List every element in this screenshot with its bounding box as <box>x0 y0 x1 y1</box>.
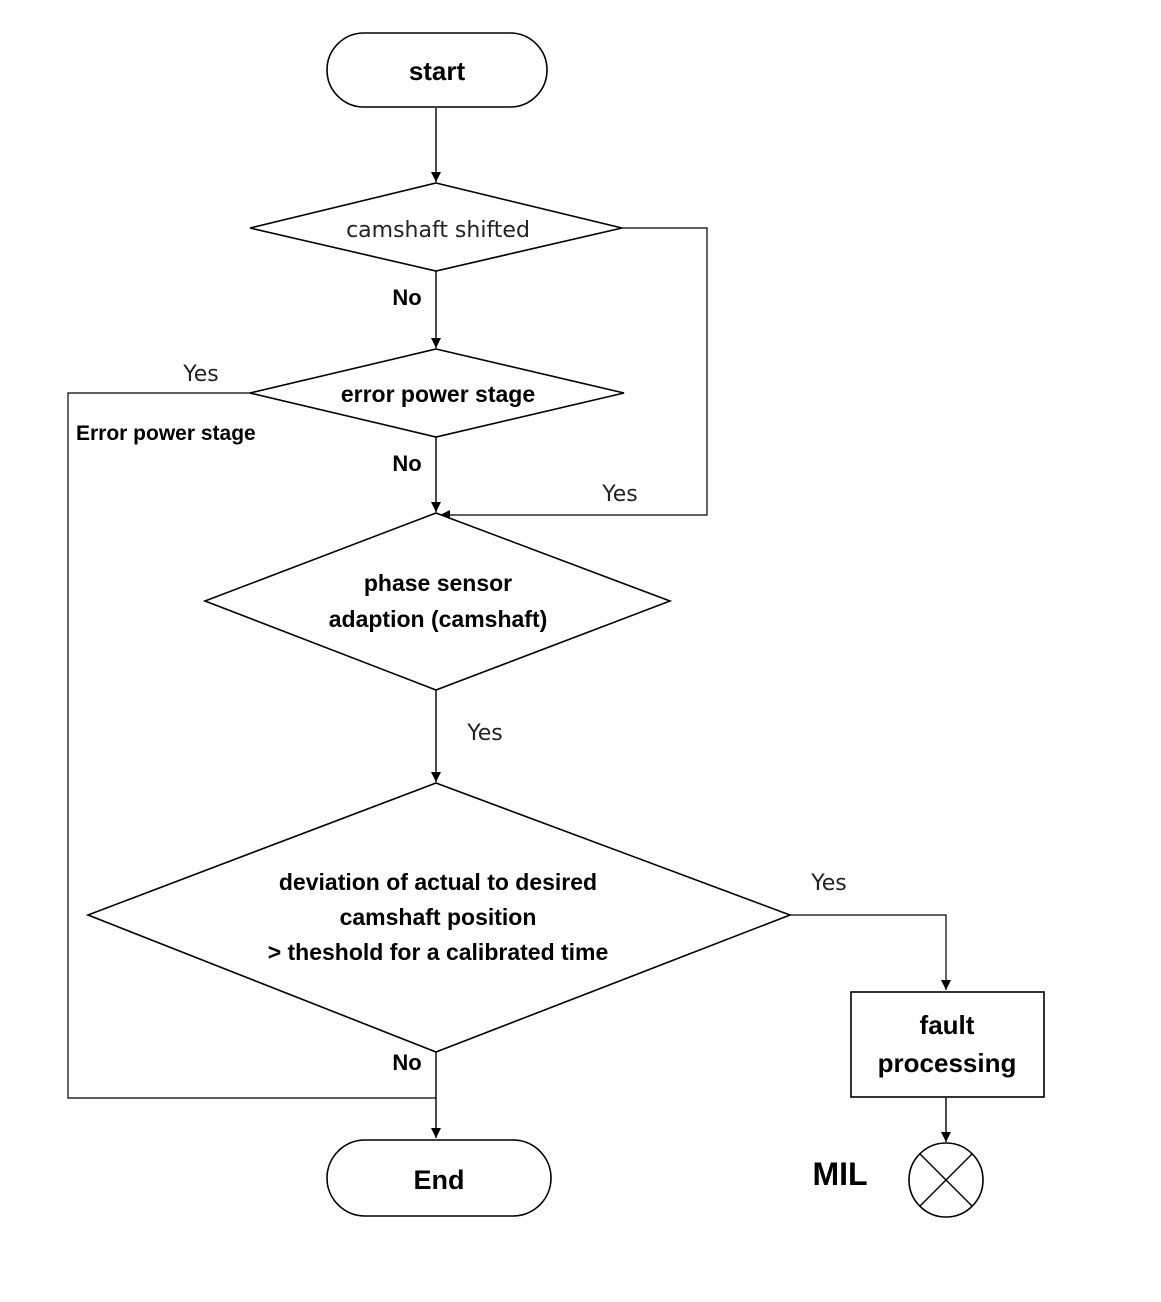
phase-sensor-label-line1: phase sensor <box>364 570 512 596</box>
phase-sensor-decision: phase sensor adaption (camshaft) <box>202 512 673 691</box>
label-error-side-note: Error power stage <box>76 422 256 445</box>
fault-processing-box: fault processing <box>850 991 1045 1098</box>
camshaft-shifted-label: camshaft shifted <box>346 218 530 243</box>
label-error-no: No <box>392 451 421 476</box>
mil-label: MIL <box>812 1156 867 1192</box>
label-error-yes: Yes <box>182 362 219 387</box>
error-power-stage-label: error power stage <box>341 381 535 407</box>
edge-error-yes <box>67 392 436 1099</box>
deviation-label-line3: > theshold for a calibrated time <box>268 939 609 965</box>
label-phase-yes: Yes <box>466 721 503 746</box>
edge-deviation-yes <box>788 914 951 990</box>
edge-camshaft-yes <box>440 227 708 520</box>
mil-lamp-icon <box>908 1142 984 1218</box>
fault-processing-line1: fault <box>920 1010 975 1040</box>
label-camshaft-no: No <box>392 285 421 310</box>
start-label: start <box>409 56 466 86</box>
label-deviation-no: No <box>392 1050 421 1075</box>
fault-processing-line2: processing <box>878 1048 1017 1078</box>
deviation-label-line1: deviation of actual to desired <box>279 869 597 895</box>
end-terminal: End <box>326 1139 552 1217</box>
end-label: End <box>414 1165 465 1195</box>
deviation-label-line2: camshaft position <box>340 904 537 930</box>
label-deviation-yes: Yes <box>810 871 847 896</box>
error-power-stage-decision: error power stage <box>249 348 625 438</box>
camshaft-shifted-decision: camshaft shifted <box>249 182 623 272</box>
start-terminal: start <box>326 32 548 108</box>
phase-sensor-label-line2: adaption (camshaft) <box>329 606 548 632</box>
deviation-decision: deviation of actual to desired camshaft … <box>85 782 793 1053</box>
label-camshaft-yes: Yes <box>601 482 638 507</box>
